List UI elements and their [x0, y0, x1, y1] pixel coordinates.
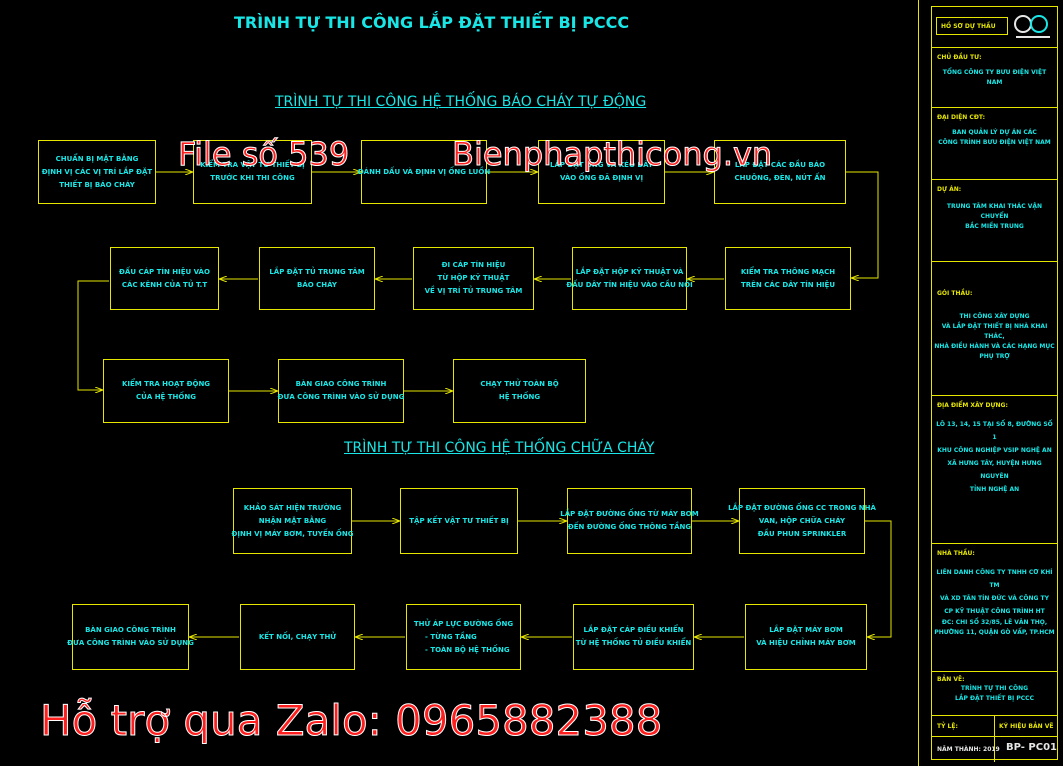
watermark-file-number: File số 539 [177, 135, 350, 173]
title-block: HỒ SƠ DỰ THẦU CHỦ ĐẦU TƯ: TỔNG CÔNG TY B… [931, 6, 1058, 762]
cell-footer: TỶ LỆ: KÝ HIỆU BẢN VẼ NĂM THÀNH: 2019 BP… [932, 715, 1057, 762]
fire-fighting-section-title: TRÌNH TỰ THI CÔNG HỆ THỐNG CHỮA CHÁY [344, 440, 655, 456]
cell-contractor: NHÀ THẦU: LIÊN DANH CÔNG TY TNHH CƠ KHÍ … [932, 543, 1057, 671]
watermark-zalo: Hỗ trợ qua Zalo: 0965882388 [39, 696, 663, 745]
border-line [918, 0, 919, 766]
scale-label: TỶ LỆ: [937, 723, 958, 730]
drawing-title: TRÌNH TỰ THI CÔNG LẮP ĐẶT THIẾT BỊ PCCC [234, 13, 630, 32]
cell-location: ĐỊA ĐIỂM XÂY DỰNG: LÔ 13, 14, 15 TẠI SỐ … [932, 395, 1057, 537]
year-label: NĂM THÀNH: 2019 [937, 746, 1000, 753]
company-logo-icon [1014, 13, 1052, 43]
ff-step-pressure-test: THỬ ÁP LỰC ĐƯỜNG ỐNG- TỪNG TẦNG- TOÀN BỘ… [406, 604, 521, 670]
drawing-code: BP- PC01 [1006, 742, 1057, 753]
bid-label: HỒ SƠ DỰ THẦU [941, 23, 996, 30]
fire-alarm-section-title: TRÌNH TỰ THI CÔNG HỆ THỐNG BÁO CHÁY TỰ Đ… [275, 94, 647, 110]
fa-step-mark-conduit: ĐÁNH DẤU VÀ ĐỊNH VỊ ỐNG LUỒN [358, 140, 490, 204]
watermark-website: Bienphapthicong.vn [451, 135, 773, 173]
cell-investor: CHỦ ĐẦU TƯ: TỔNG CÔNG TY BƯU ĐIỆN VIỆT N… [932, 47, 1057, 91]
sheet-label: KÝ HIỆU BẢN VẼ [999, 723, 1054, 730]
bid-label-box: HỒ SƠ DỰ THẦU [936, 17, 1008, 35]
ff-step-connect-test: KẾT NỐI, CHẠY THỬ [240, 604, 355, 670]
ff-step-gather-materials: TẬP KẾT VẬT TƯ THIẾT BỊ [400, 488, 518, 554]
